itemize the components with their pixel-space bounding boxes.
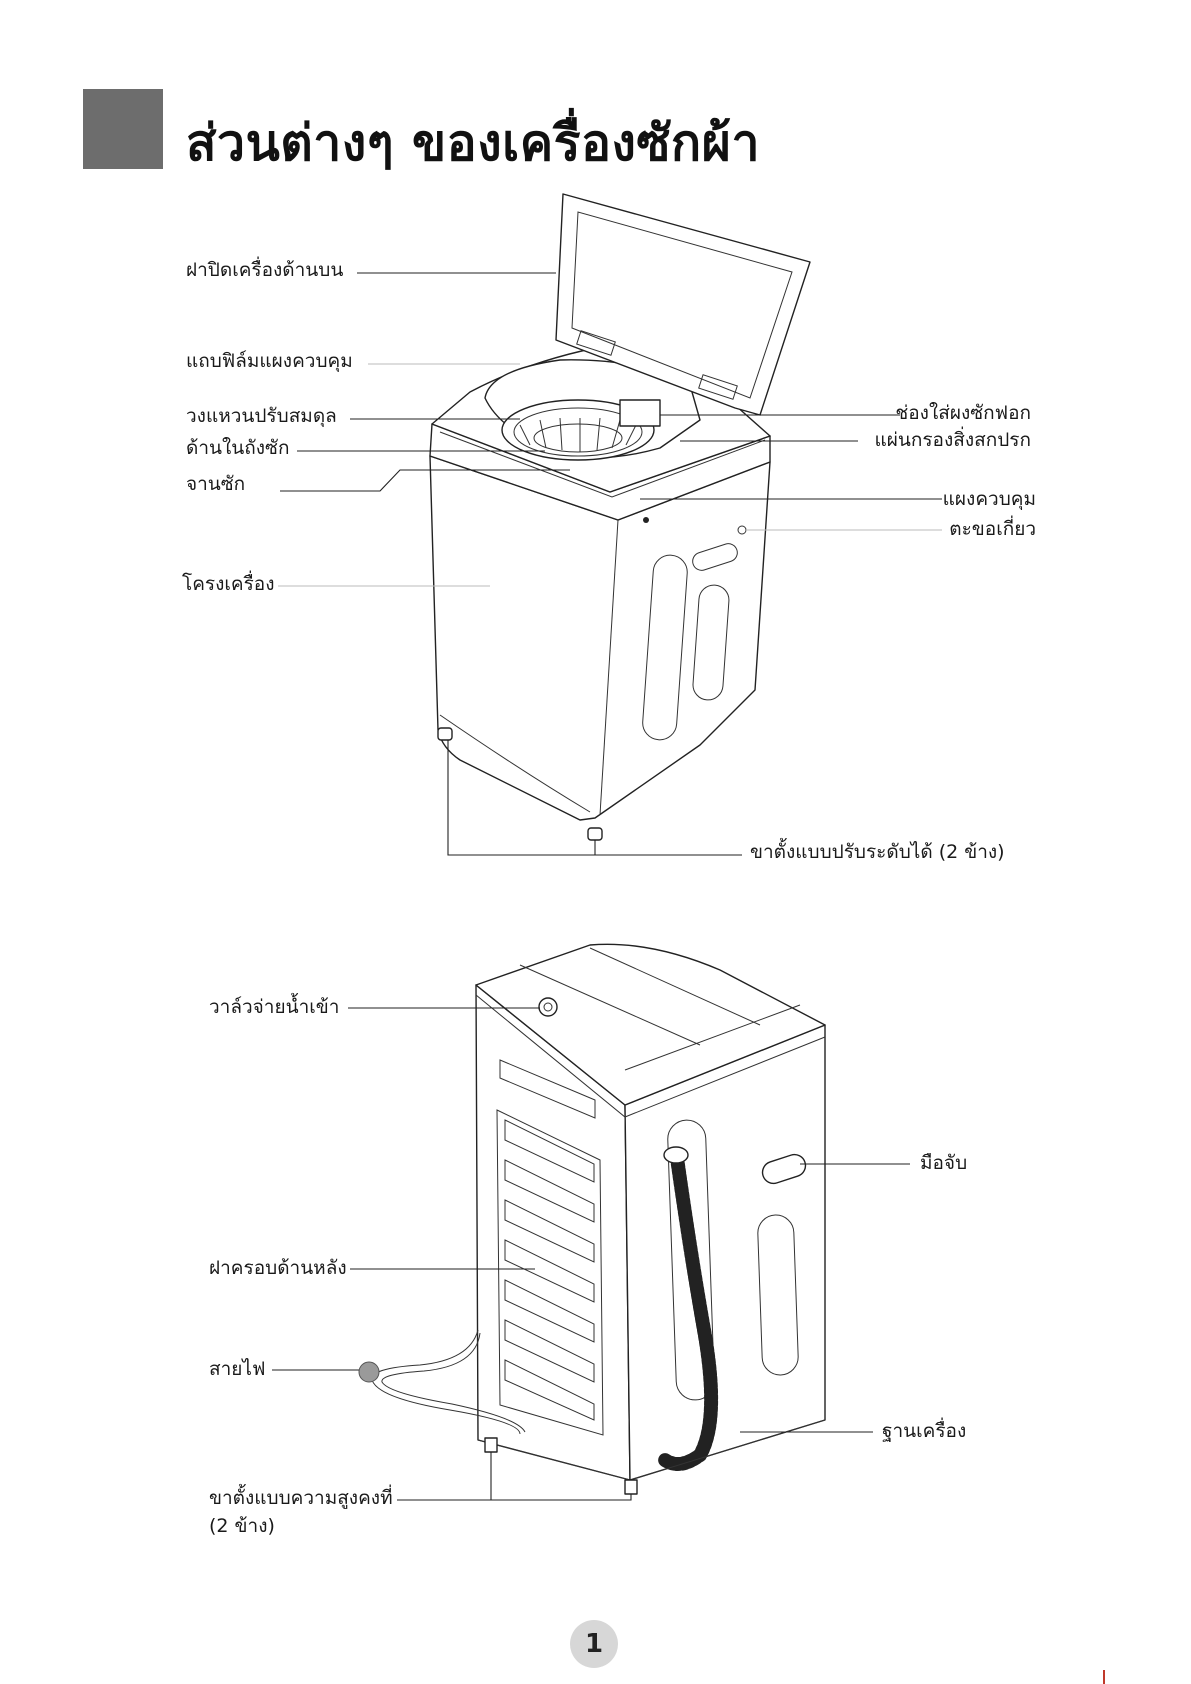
label-cabinet: โครงเครื่อง: [182, 573, 275, 597]
label-adjustable-feet: ขาตั้งแบบปรับระดับได้ (2 ข้าง): [750, 841, 1005, 865]
rear-foot-left: [485, 1438, 497, 1452]
rear-view-drawing: [359, 944, 825, 1494]
corner-mark: [1103, 1670, 1105, 1684]
label-rear-cover: ฝาครอบด้านหลัง: [209, 1257, 347, 1281]
label-base: ฐานเครื่อง: [882, 1420, 966, 1444]
label-inner-tub: ด้านในถังซัก: [186, 437, 289, 461]
label-top-lid: ฝาปิดเครื่องด้านบน: [186, 259, 343, 283]
front-view-drawing: [430, 194, 810, 840]
label-hook: ตะขอเกี่ยว: [949, 518, 1036, 542]
front-foot-left: [438, 728, 452, 740]
label-inlet-valve: วาล์วจ่ายน้ำเข้า: [209, 996, 339, 1020]
label-detergent-box: ช่องใส่ผงซักฟอก: [895, 402, 1031, 426]
label-control-panel-film: แถบฟิล์มแผงควบคุม: [186, 350, 353, 374]
label-pulsator: จานซัก: [186, 473, 245, 497]
rear-foot-right: [625, 1480, 637, 1494]
label-control-panel: แผงควบคุม: [943, 488, 1036, 512]
front-detergent-box: [620, 400, 660, 426]
label-balance-ring: วงแหวนปรับสมดุล: [186, 405, 337, 429]
rear-inlet-valve: [539, 998, 557, 1016]
label-lint-filter: แผ่นกรองสิ่งสกปรก: [874, 429, 1031, 453]
front-foot-right: [588, 828, 602, 840]
rear-power-plug: [359, 1362, 379, 1382]
label-fixed-feet-count: (2 ข้าง): [209, 1515, 275, 1539]
label-power-cord: สายไฟ: [209, 1358, 265, 1382]
label-handle: มือจับ: [920, 1152, 967, 1176]
page-number: 1: [570, 1620, 618, 1668]
label-fixed-feet: ขาตั้งแบบความสูงคงที่: [209, 1487, 393, 1511]
